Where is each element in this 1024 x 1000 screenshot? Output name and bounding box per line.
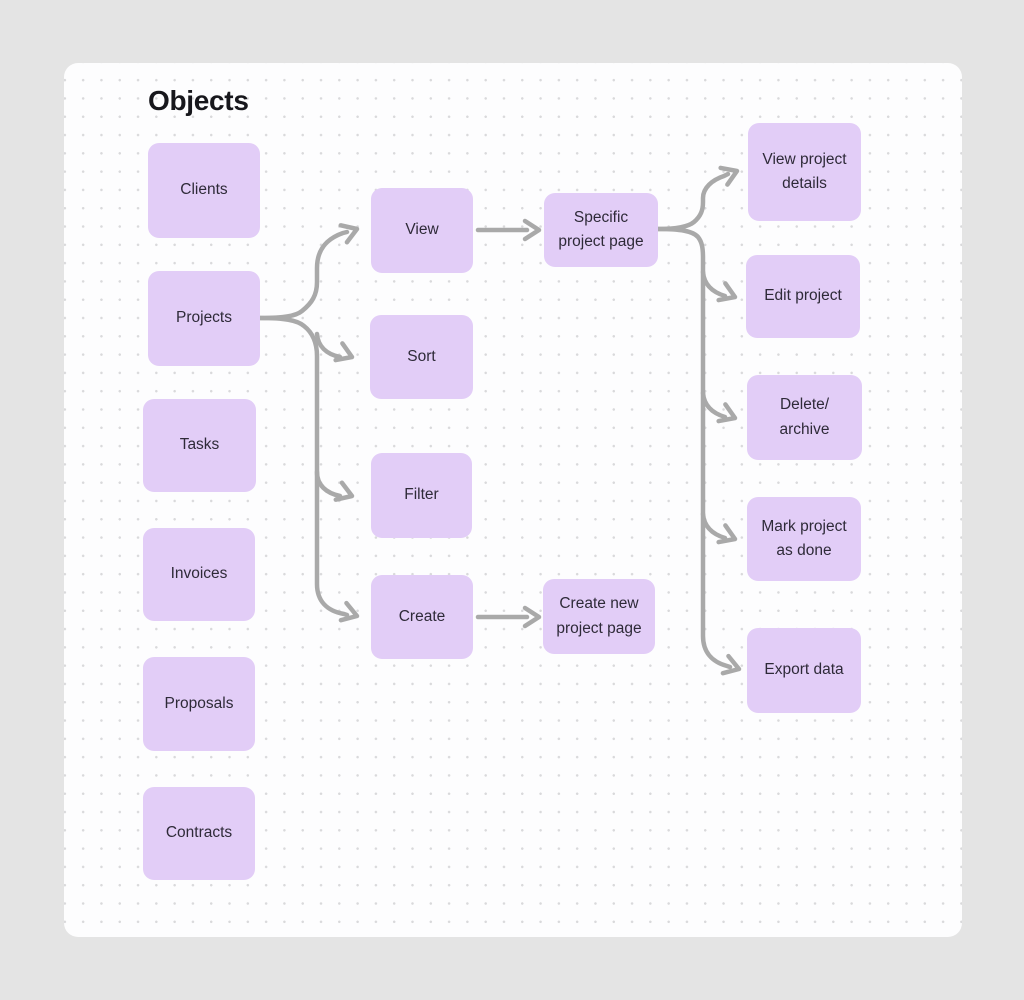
diagram-title[interactable]: Objects	[148, 85, 249, 116]
node-mark-project-as-done[interactable]: Mark project as done	[747, 497, 861, 581]
node-projects[interactable]: Projects	[148, 271, 260, 366]
node-invoices[interactable]: Invoices	[143, 528, 255, 621]
edge-specific-project-page-export-data[interactable]	[655, 226, 742, 678]
edge-projects-filter[interactable]	[314, 469, 355, 504]
node-edit-project[interactable]: Edit project	[746, 255, 860, 338]
node-tasks[interactable]: Tasks	[143, 399, 256, 492]
edge-specific-project-page-mark-project-as-done[interactable]	[700, 511, 738, 547]
node-create[interactable]: Create	[371, 575, 473, 659]
node-sort[interactable]: Sort	[370, 315, 473, 399]
node-export-data[interactable]: Export data	[747, 628, 861, 713]
node-view[interactable]: View	[371, 188, 473, 273]
edge-specific-project-page-view-project-details[interactable]	[655, 163, 740, 232]
node-contracts[interactable]: Contracts	[143, 787, 255, 880]
edge-projects-create[interactable]	[257, 315, 360, 625]
edge-specific-project-page-edit-project[interactable]	[700, 269, 738, 305]
edge-projects-sort[interactable]	[314, 331, 355, 365]
node-delete-archive[interactable]: Delete/ archive	[747, 375, 862, 460]
node-view-project-details[interactable]: View project details	[748, 123, 861, 221]
node-specific-project-page[interactable]: Specific project page	[544, 193, 658, 267]
edge-view-specific-project-page[interactable]	[475, 218, 542, 242]
node-create-new-project-page[interactable]: Create new project page	[543, 579, 655, 654]
node-filter[interactable]: Filter	[371, 453, 472, 538]
edge-create-create-new-project-page[interactable]	[475, 605, 542, 629]
edge-projects-view[interactable]	[257, 221, 360, 321]
node-proposals[interactable]: Proposals	[143, 657, 255, 751]
edge-specific-project-page-delete-archive[interactable]	[700, 390, 738, 426]
node-clients[interactable]: Clients	[148, 143, 260, 238]
